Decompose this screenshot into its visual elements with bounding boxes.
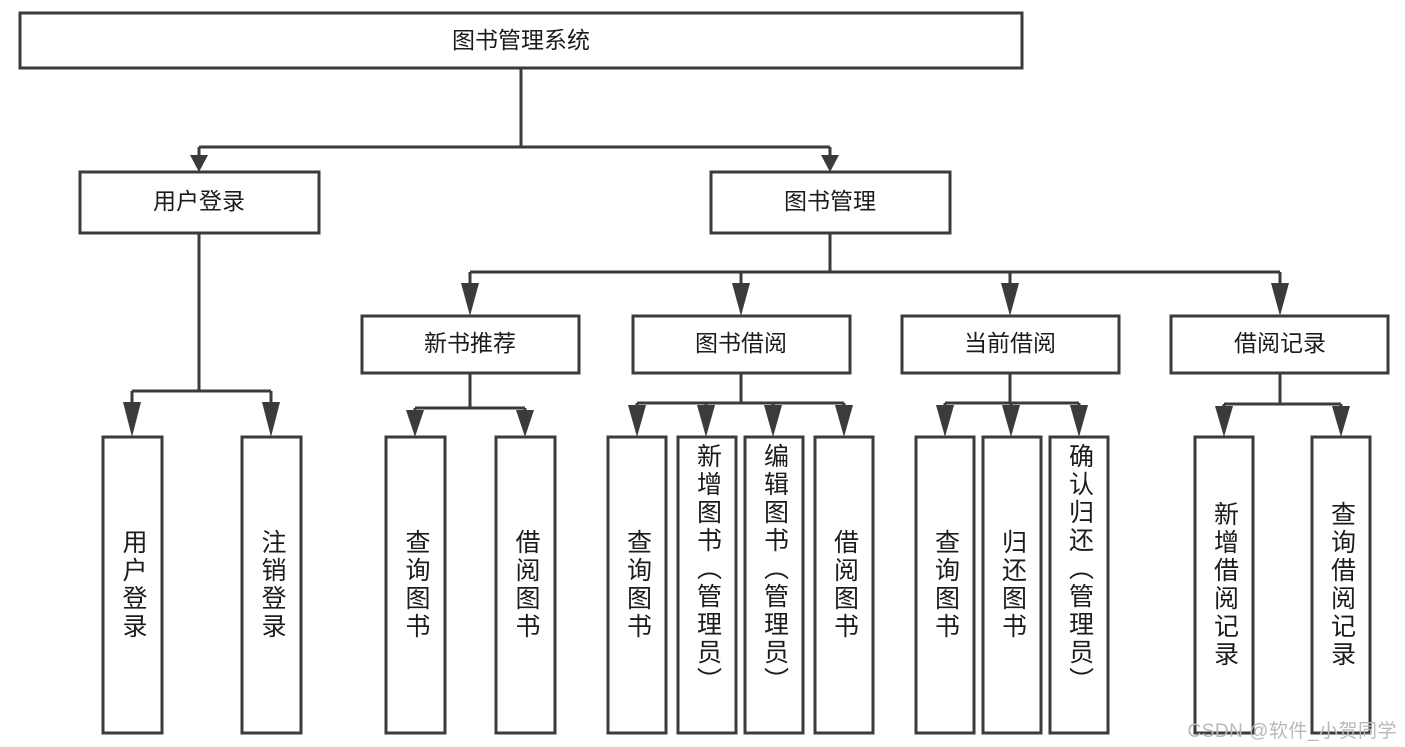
arrow-head-book-borrow <box>732 283 750 316</box>
leaf-box-bb-borrow-book[interactable] <box>813 435 875 735</box>
arrow-head-leaf-query-record <box>1332 406 1350 437</box>
watermark-text: CSDN @软件_小贺同学 <box>1187 721 1397 742</box>
arrow-head-new-book-recommend <box>461 283 479 316</box>
node-book-borrow-box[interactable] <box>631 314 852 375</box>
arrow-head-leaf-query-book-2 <box>628 405 646 437</box>
node-new-book-recommend-label: 新书推荐 <box>424 330 516 356</box>
arrow-head-borrow-record <box>1271 283 1289 316</box>
connector-group-book-borrow <box>628 373 853 437</box>
leaf-box-bb-add-book[interactable] <box>676 435 738 735</box>
connector-group-new-book-recommend <box>406 373 534 437</box>
arrow-head-leaf-borrow-book-2 <box>835 405 853 437</box>
node-book-borrow-label: 图书借阅 <box>695 330 787 356</box>
leaf-box-cb-query-book[interactable] <box>914 435 976 735</box>
leaf-box-nbr-borrow-book[interactable] <box>494 435 557 735</box>
node-borrow-record-label: 借阅记录 <box>1234 330 1326 356</box>
leaf-box-br-add-record[interactable] <box>1193 435 1255 735</box>
node-user-login-box[interactable] <box>78 170 321 235</box>
arrow-head-user-login <box>190 155 208 172</box>
node-book-mgmt-box[interactable] <box>709 170 952 235</box>
node-current-borrow-label: 当前借阅 <box>964 330 1056 356</box>
leaf-box-bb-edit-book[interactable] <box>743 435 805 735</box>
leaf-box-logout[interactable] <box>240 435 303 735</box>
node-new-book-recommend-box[interactable] <box>360 314 581 375</box>
arrow-head-book-mgmt <box>821 155 839 172</box>
connector-group-user-login <box>123 233 280 437</box>
connector-group-current-borrow <box>936 373 1088 437</box>
node-root-box[interactable] <box>18 11 1024 70</box>
node-user-login-label: 用户登录 <box>153 188 245 214</box>
leaf-box-bb-query-book[interactable] <box>606 435 668 735</box>
arrow-head-leaf-add-record <box>1215 406 1233 437</box>
arrow-head-leaf-logout <box>262 402 280 437</box>
leaf-box-user-login[interactable] <box>101 435 164 735</box>
arrow-head-current-borrow <box>1001 283 1019 316</box>
node-borrow-record-box[interactable] <box>1169 314 1390 375</box>
leaf-box-br-query-record[interactable] <box>1310 435 1372 735</box>
arrow-head-leaf-confirm-return <box>1070 405 1088 437</box>
arrow-head-leaf-user-login <box>123 402 141 437</box>
arrow-head-leaf-borrow-book-1 <box>516 410 534 437</box>
connector-group-book-mgmt <box>461 233 1289 316</box>
arrow-head-leaf-edit-book <box>764 405 782 437</box>
node-root-label: 图书管理系统 <box>452 27 590 53</box>
leaf-box-cb-return-book[interactable] <box>981 435 1043 735</box>
arrow-head-leaf-return-book <box>1002 405 1020 437</box>
arrow-head-leaf-query-book-3 <box>936 405 954 437</box>
connector-group-borrow-record <box>1215 373 1350 437</box>
leaf-box-cb-confirm-return[interactable] <box>1048 435 1110 735</box>
node-current-borrow-box[interactable] <box>900 314 1121 375</box>
leaf-box-nbr-query-book[interactable] <box>384 435 447 735</box>
node-book-mgmt-label: 图书管理 <box>784 188 876 214</box>
arrow-head-leaf-query-book-1 <box>406 410 424 437</box>
arrow-head-leaf-add-book <box>697 405 715 437</box>
connector-group-root <box>190 68 839 172</box>
